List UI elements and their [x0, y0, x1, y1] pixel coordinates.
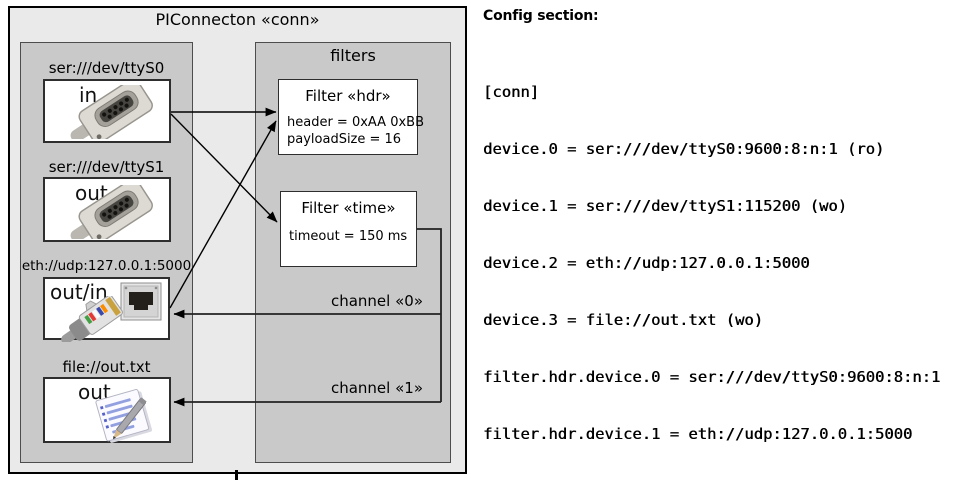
config-line: [conn] [483, 83, 539, 101]
config-line: filter.hdr.device.1 = eth://udp:127.0.0.… [483, 425, 913, 443]
filters-panel-title: filters [330, 46, 376, 65]
config-text: [conn] device.0 = ser:///dev/ttyS0:9600:… [483, 45, 950, 484]
device-direction-label: out [78, 380, 111, 404]
filter-hdr-prop-header: header = 0xAA 0xBB [287, 115, 425, 130]
notepad-pencil-icon [95, 389, 153, 443]
device-direction-label: out [75, 181, 108, 205]
config-section-heading: Config section: [483, 8, 599, 24]
device-box: out/in [43, 277, 170, 342]
config-line: filter.hdr.device.0 = ser:///dev/ttyS0:9… [483, 368, 941, 386]
diagram-title: PIConnecton «conn» [155, 10, 320, 29]
device-uri-label: eth://udp:127.0.0.1:5000 [21, 258, 192, 274]
config-line: device.2 = eth://udp:127.0.0.1:5000 [483, 254, 810, 272]
config-line: device.0 = ser:///dev/ttyS0:9600:8:n:1 (… [483, 140, 885, 158]
ethernet-port-icon [120, 282, 162, 321]
channel-0-label: channel «0» [330, 292, 423, 310]
device-direction-label: in [79, 83, 98, 107]
filter-time-box: Filter «time» timeout = 150 ms [280, 191, 417, 267]
filter-hdr-box: Filter «hdr» header = 0xAA 0xBB payloadS… [278, 79, 424, 155]
config-line: filter.hdr.splitMode = header [483, 482, 950, 484]
device-uri-label: file://out.txt [62, 358, 151, 376]
device-box: in [43, 79, 171, 143]
ethernet-rj45-icon [61, 296, 123, 342]
config-line: device.1 = ser:///dev/ttyS1:115200 (wo) [483, 197, 847, 215]
device-box: out [43, 377, 171, 443]
serial-db9-icon [70, 185, 153, 239]
channel-1-label: channel «1» [330, 379, 423, 397]
config-line: device.3 = file://out.txt (wo) [483, 311, 763, 329]
device-box: out [43, 177, 171, 242]
filter-hdr-title: Filter «hdr» [305, 87, 391, 105]
device-uri-label: ser:///dev/ttyS0 [48, 59, 165, 77]
page-boundary-tick [235, 470, 238, 480]
filter-time-title: Filter «time» [301, 199, 396, 217]
filter-time-prop-timeout: timeout = 150 ms [289, 229, 408, 244]
serial-db9-icon [70, 85, 153, 139]
device-uri-label: ser:///dev/ttyS1 [48, 158, 165, 176]
filter-hdr-prop-payload: payloadSize = 16 [287, 132, 402, 147]
device-direction-label: out/in [50, 280, 108, 304]
